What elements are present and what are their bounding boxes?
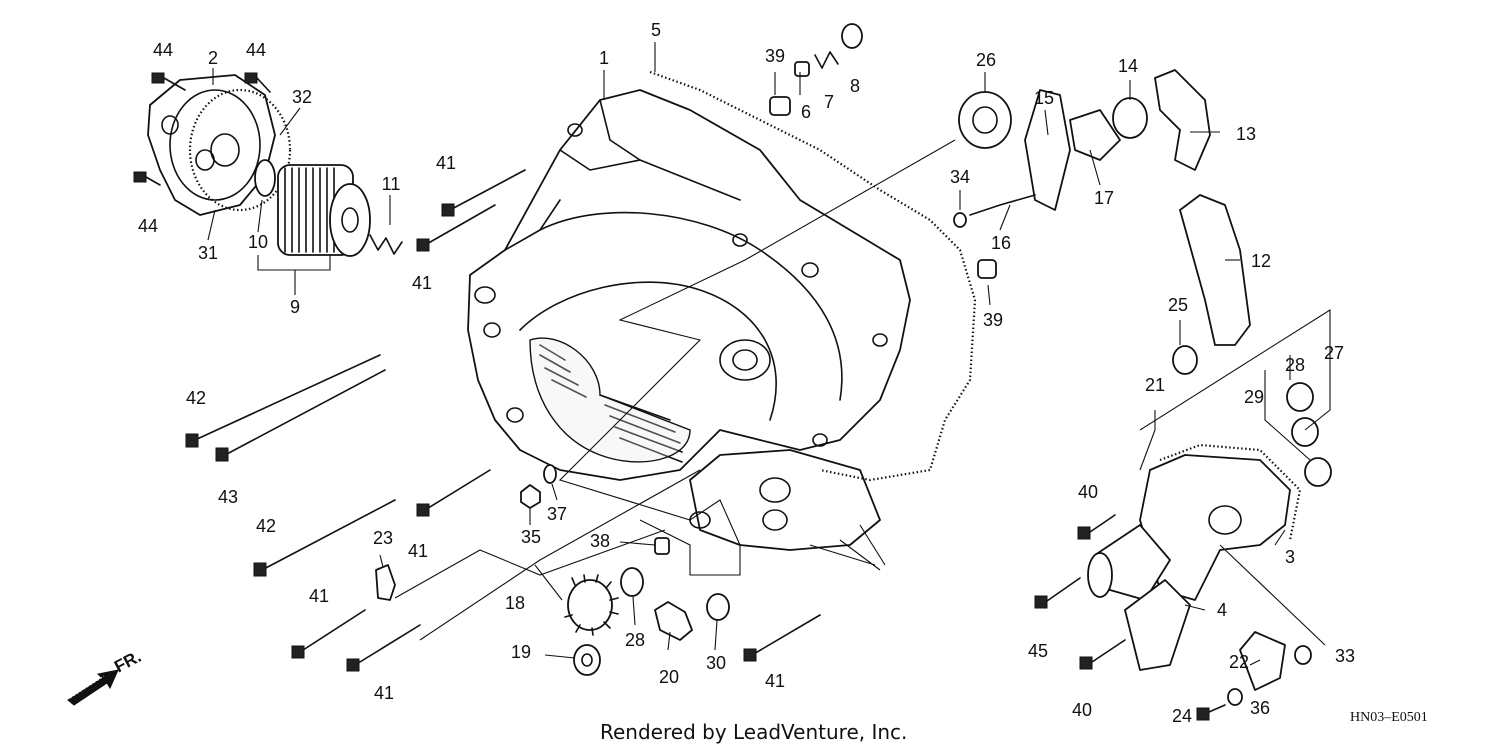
callout-38: 38 [589, 531, 611, 551]
callout-21: 21 [1144, 375, 1166, 395]
callout-22: 22 [1228, 652, 1250, 672]
callout-28-a: 28 [1284, 355, 1306, 375]
gasket [649, 70, 977, 482]
callout-9: 9 [289, 297, 301, 317]
callout-43: 43 [217, 487, 239, 507]
callout-14: 14 [1117, 56, 1139, 76]
callout-32: 32 [291, 87, 313, 107]
callout-10: 10 [247, 232, 269, 252]
callout-18: 18 [504, 593, 526, 613]
callout-8: 8 [849, 76, 861, 96]
callout-19: 19 [510, 642, 532, 662]
gear-shift-motor [1034, 382, 1332, 721]
callout-27: 27 [1323, 343, 1345, 363]
callout-5: 5 [650, 20, 662, 40]
callout-11: 11 [381, 174, 401, 194]
callout-7: 7 [823, 92, 835, 112]
callout-40-b: 40 [1071, 700, 1093, 720]
callout-35: 35 [520, 527, 542, 547]
callout-39-b: 39 [982, 310, 1004, 330]
callout-42-b: 42 [255, 516, 277, 536]
callout-6: 6 [800, 102, 812, 122]
callout-16: 16 [990, 233, 1012, 253]
callout-34: 34 [949, 167, 971, 187]
callout-24: 24 [1171, 706, 1193, 726]
callout-12: 12 [1250, 251, 1272, 271]
callout-44-b: 44 [245, 40, 267, 60]
callout-20: 20 [658, 667, 680, 687]
callout-41-d: 41 [308, 586, 330, 606]
callout-41-e: 41 [373, 683, 395, 703]
callout-1: 1 [598, 48, 610, 68]
callout-29: 29 [1243, 387, 1265, 407]
callout-25: 25 [1167, 295, 1189, 315]
callout-28-b: 28 [624, 630, 646, 650]
callout-17: 17 [1093, 188, 1115, 208]
shift-parts [953, 69, 1251, 375]
callout-31: 31 [197, 243, 219, 263]
callout-41-a: 41 [435, 153, 457, 173]
callout-4: 4 [1216, 600, 1228, 620]
callout-44-a: 44 [152, 40, 174, 60]
callout-15: 15 [1033, 88, 1055, 108]
callout-33: 33 [1334, 646, 1356, 666]
callout-41-f: 41 [764, 671, 786, 691]
callout-45: 45 [1027, 641, 1049, 661]
callout-42-a: 42 [185, 388, 207, 408]
callout-44-c: 44 [137, 216, 159, 236]
flange-bolts-44 [133, 72, 271, 186]
callout-2: 2 [207, 48, 219, 68]
callout-36: 36 [1249, 698, 1271, 718]
gears-and-small-parts [375, 464, 730, 676]
leader-lines [207, 42, 1331, 666]
plunger-parts [769, 23, 997, 279]
callout-30: 30 [705, 653, 727, 673]
callout-26: 26 [975, 50, 997, 70]
callout-41-b: 41 [411, 273, 433, 293]
callout-40-a: 40 [1077, 482, 1099, 502]
callout-37: 37 [546, 504, 568, 524]
callout-39-a: 39 [764, 46, 786, 66]
crankcase-cover [467, 89, 911, 551]
oil-filter-cover [147, 74, 403, 257]
diagram-code: HN03–E0501 [1350, 710, 1428, 725]
callout-23: 23 [372, 528, 394, 548]
long-bolts [185, 169, 821, 672]
front-direction-arrow [67, 669, 119, 706]
callout-13: 13 [1235, 124, 1257, 144]
callout-41-c: 41 [407, 541, 429, 561]
callout-3: 3 [1284, 547, 1296, 567]
credit-text: Rendered by LeadVenture, Inc. [600, 720, 908, 744]
